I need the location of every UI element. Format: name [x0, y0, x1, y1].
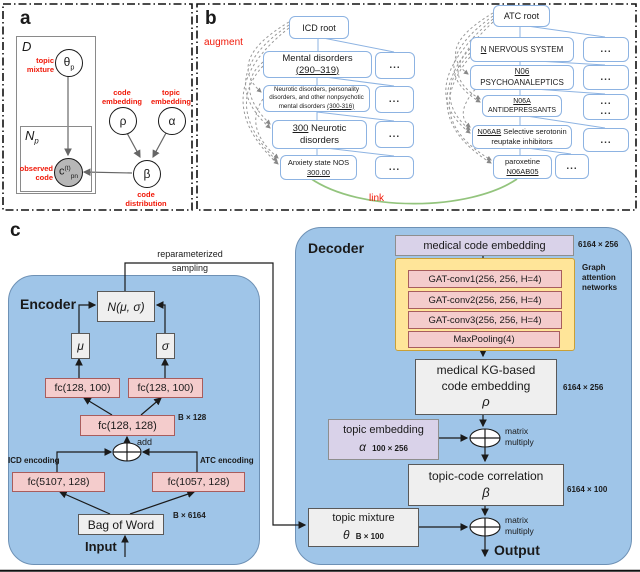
atc-l3-siblings: ......	[583, 94, 629, 120]
fc-merge-box: fc(128, 128)	[80, 415, 175, 436]
output-label: Output	[494, 542, 540, 558]
icd-l2-node: Neurotic disorders, personality disorder…	[263, 85, 370, 112]
dim-b128: B × 128	[178, 413, 207, 422]
panel-c-label: c	[10, 220, 21, 241]
theta-node: θp	[55, 49, 83, 77]
dim-mce: 6164 × 256	[578, 240, 619, 249]
input-label: Input	[85, 539, 117, 554]
fc-icd-box: fc(5107, 128)	[12, 472, 105, 492]
beta-caption: code distribution	[125, 190, 167, 208]
gat-networks-label: Graph attention networks	[582, 263, 618, 292]
icd-l2-siblings: ...	[375, 86, 414, 113]
theta-caption: topic mixture	[26, 56, 54, 74]
panel-a-border	[2, 3, 193, 211]
icd-l3-siblings: ...	[375, 121, 414, 148]
mu-box: μ	[71, 333, 90, 359]
atc-l1-siblings: ...	[583, 37, 629, 62]
sigma-box: σ	[156, 333, 175, 359]
atc-l2-siblings: ...	[583, 65, 629, 90]
topic-embedding-box: topic embedding α 100 × 256	[328, 419, 439, 460]
mce-box: medical code embedding	[395, 235, 574, 256]
kg-embedding-box: medical KG-based code embedding ρ	[415, 359, 557, 415]
atc-l4-node: N06AB Selective serotonin reuptake inhib…	[472, 125, 572, 149]
icd-l1-siblings: ...	[375, 52, 415, 79]
decoder-title: Decoder	[308, 240, 365, 256]
plate-np	[20, 126, 92, 192]
atc-encoding-label: ATC encoding	[200, 456, 254, 465]
bow-box: Bag of Word	[78, 514, 164, 535]
fc-sigma-box: fc(128, 100)	[128, 378, 203, 398]
atc-root-node: ATC root	[493, 5, 550, 27]
alpha-node: α	[158, 107, 186, 135]
reparam-wire	[124, 262, 307, 529]
dim-b6164: B × 6164	[173, 511, 206, 520]
atc-l5-siblings: ...	[555, 154, 589, 179]
augment-label: augment	[204, 37, 243, 48]
dim-tcc: 6164 × 100	[567, 485, 608, 494]
rho-caption: code embedding	[101, 88, 142, 106]
observed-code-caption: observed code	[19, 164, 53, 182]
gat-conv1-box: GAT-conv1(256, 256, H=4)	[408, 270, 562, 288]
encoder-title: Encoder	[20, 296, 77, 312]
plate-np-label: Np	[25, 128, 39, 146]
link-label: link	[369, 193, 385, 204]
gaussian-box: N(μ, σ)	[97, 291, 155, 322]
observed-code-node: c(t)pn	[54, 158, 83, 187]
plate-d	[16, 36, 96, 194]
matrix-multiply-label-1: matrix multiply	[505, 426, 534, 448]
icd-l3-node: 300 Neurotic disorders	[272, 120, 367, 149]
topic-mixture-box: topic mixture θ B × 100	[308, 508, 419, 547]
link-edge	[309, 177, 518, 205]
gat-conv2-box: GAT-conv2(256, 256, H=4)	[408, 291, 562, 309]
panel-b-border	[196, 3, 637, 211]
fc-atc-box: fc(1057, 128)	[152, 472, 245, 492]
icd-l1-node: Mental disorders(290–319)	[263, 51, 372, 78]
panel-b-label: b	[205, 8, 217, 29]
icd-l4-siblings: ...	[375, 156, 414, 179]
beta-node: β	[133, 160, 161, 188]
atc-l4-siblings: ...	[583, 128, 629, 152]
reparam-label: reparameterized sampling	[157, 249, 223, 273]
alpha-caption: topic embedding	[150, 88, 191, 106]
icd-encoding-label: ICD encoding	[8, 456, 60, 465]
fc-mu-box: fc(128, 100)	[45, 378, 120, 398]
plate-d-label: D	[22, 39, 32, 54]
topic-code-correlation-box: topic-code correlation β	[408, 464, 564, 506]
panel-a-label: a	[20, 8, 31, 29]
maxpooling-box: MaxPooling(4)	[408, 331, 560, 348]
add-label: add	[137, 437, 153, 447]
gat-conv3-box: GAT-conv3(256, 256, H=4)	[408, 311, 562, 329]
icd-root-node: ICD root	[289, 16, 349, 39]
matrix-multiply-label-2: matrix multiply	[505, 515, 534, 537]
rho-node: ρ	[109, 107, 137, 135]
atc-l1-node: N NERVOUS SYSTEM	[470, 37, 574, 62]
dim-kg: 6164 × 256	[563, 383, 604, 392]
